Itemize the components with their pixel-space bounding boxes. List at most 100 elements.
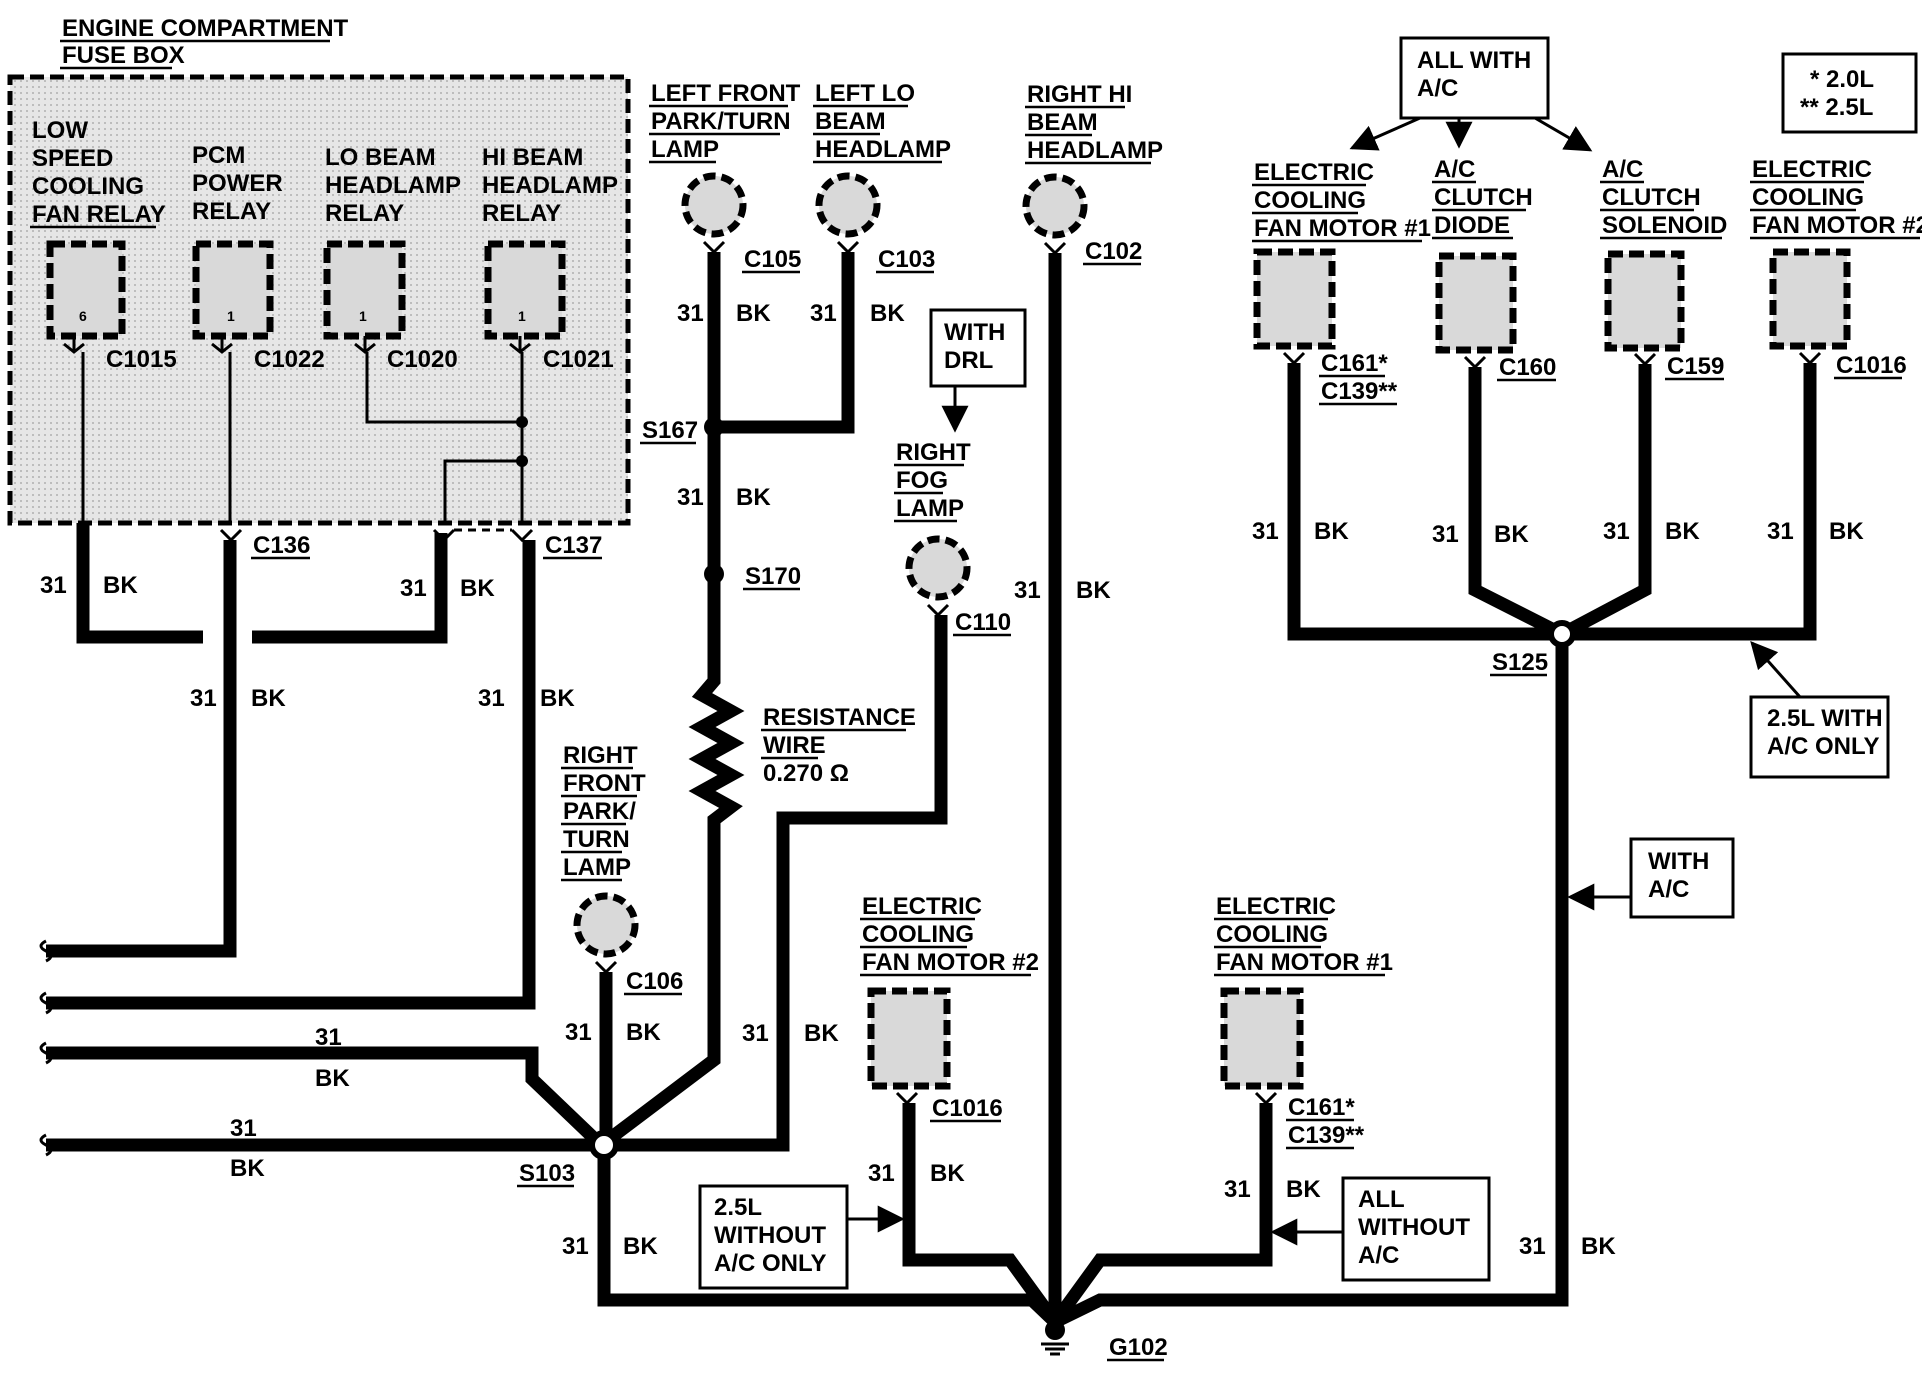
svg-text:ALL: ALL	[1358, 1186, 1405, 1213]
splice-s125-label: S125	[1492, 649, 1548, 676]
fuse-box-output-connectors: C136 C137	[219, 528, 602, 560]
svg-text:A/C: A/C	[1434, 156, 1475, 183]
splice-s103-label: S103	[519, 1160, 575, 1187]
svg-text:31: 31	[400, 575, 427, 602]
svg-text:FAN MOTOR #1: FAN MOTOR #1	[1254, 215, 1431, 242]
svg-text:LOW: LOW	[32, 117, 88, 144]
resistance-wire-label-1: RESISTANCE	[763, 704, 916, 731]
note-25l-with-ac-only	[1749, 695, 1890, 779]
svg-text:RELAY: RELAY	[482, 200, 561, 227]
svg-text:LAMP: LAMP	[896, 495, 964, 522]
svg-text:LO BEAM: LO BEAM	[325, 144, 436, 171]
svg-text:RELAY: RELAY	[192, 198, 271, 225]
svg-text:1: 1	[227, 308, 235, 324]
svg-text:BK: BK	[1076, 577, 1111, 604]
svg-text:BK: BK	[315, 1065, 350, 1092]
svg-text:31: 31	[810, 300, 837, 327]
svg-text:WITH: WITH	[1648, 848, 1709, 875]
svg-text:31: 31	[1519, 1233, 1546, 1260]
connector-c1022: C1022	[254, 346, 325, 373]
svg-text:HEADLAMP: HEADLAMP	[815, 136, 951, 163]
svg-text:31: 31	[40, 572, 67, 599]
svg-text:LEFT LO: LEFT LO	[815, 80, 915, 107]
connector-c110: C110	[955, 609, 1011, 636]
svg-text:BK: BK	[230, 1155, 265, 1182]
svg-text:1: 1	[359, 308, 367, 324]
connector-c136: C136	[253, 532, 310, 559]
svg-text:RIGHT HI: RIGHT HI	[1027, 81, 1132, 108]
connector-c161-lower: C161*	[1288, 1094, 1355, 1121]
svg-text:TURN: TURN	[563, 826, 630, 853]
svg-text:FAN MOTOR #2: FAN MOTOR #2	[1752, 212, 1922, 239]
svg-text:BK: BK	[804, 1020, 839, 1047]
splice-s167-label: S167	[642, 417, 698, 444]
svg-text:BK: BK	[1581, 1233, 1616, 1260]
svg-text:A/C ONLY: A/C ONLY	[714, 1250, 826, 1277]
svg-text:31: 31	[1767, 518, 1794, 545]
svg-text:HEADLAMP: HEADLAMP	[325, 172, 461, 199]
splice-s170-dot	[704, 564, 724, 584]
svg-text:BK: BK	[1494, 521, 1529, 548]
fuse-box-title-line1: ENGINE COMPARTMENT	[62, 15, 349, 42]
svg-text:BK: BK	[1314, 518, 1349, 545]
svg-text:ELECTRIC: ELECTRIC	[862, 893, 982, 920]
svg-text:LEFT FRONT: LEFT FRONT	[651, 80, 801, 107]
svg-text:BK: BK	[1665, 518, 1700, 545]
svg-text:ELECTRIC: ELECTRIC	[1216, 893, 1336, 920]
svg-text:ELECTRIC: ELECTRIC	[1254, 159, 1374, 186]
svg-text:RELAY: RELAY	[325, 200, 404, 227]
svg-text:CLUTCH: CLUTCH	[1602, 184, 1701, 211]
connector-c1021: C1021	[543, 346, 614, 373]
svg-text:COOLING: COOLING	[1752, 184, 1864, 211]
svg-text:WITHOUT: WITHOUT	[714, 1222, 826, 1249]
with-drl-note	[929, 308, 1027, 388]
svg-text:BEAM: BEAM	[1027, 109, 1098, 136]
svg-text:FOG: FOG	[896, 467, 948, 494]
note-with-ac	[1629, 837, 1735, 919]
svg-text:31: 31	[677, 300, 704, 327]
svg-text:1: 1	[518, 308, 526, 324]
non-ac-fan-motor-2: ELECTRIC COOLING FAN MOTOR #2 C1016 31 B…	[698, 893, 1061, 1326]
svg-text:BK: BK	[251, 685, 286, 712]
connector-c1016-lower: C1016	[932, 1095, 1003, 1122]
svg-text:FAN RELAY: FAN RELAY	[32, 201, 166, 228]
engine-legend	[1781, 52, 1918, 134]
connector-c137: C137	[545, 532, 602, 559]
svg-text:BK: BK	[736, 300, 771, 327]
svg-text:COOLING: COOLING	[1254, 187, 1366, 214]
left-front-wires: S167 S170 31 BK 31 BK 31 BK RESISTANCE W…	[600, 252, 916, 1149]
relay-pcm-power: PCM POWER RELAY 1 C1022	[192, 142, 325, 373]
connector-c139-upper: C139**	[1321, 378, 1398, 405]
fuse-box: ENGINE COMPARTMENT FUSE BOX LOW SPEED CO…	[7, 15, 631, 560]
svg-text:A/C: A/C	[1358, 1242, 1399, 1269]
svg-text:ALL WITH: ALL WITH	[1417, 47, 1531, 74]
note-all-without-ac	[1341, 1176, 1491, 1282]
resistance-wire-value: 0.270 Ω	[763, 760, 849, 787]
svg-text:31: 31	[677, 484, 704, 511]
svg-text:BEAM: BEAM	[815, 108, 886, 135]
svg-text:BK: BK	[460, 575, 495, 602]
svg-text:31: 31	[1603, 518, 1630, 545]
svg-text:A/C: A/C	[1417, 75, 1458, 102]
svg-text:31: 31	[478, 685, 505, 712]
left-lo-beam-headlamp: LEFT LO BEAM HEADLAMP C103	[813, 80, 951, 274]
ground-g102-label: G102	[1109, 1334, 1168, 1361]
connector-c103: C103	[878, 246, 935, 273]
relay-low-speed-cooling-fan: LOW SPEED COOLING FAN RELAY 6 C1015	[30, 117, 177, 373]
svg-text:RIGHT: RIGHT	[563, 742, 638, 769]
connector-c1015: C1015	[106, 346, 177, 373]
svg-text:LAMP: LAMP	[563, 854, 631, 881]
relay-hi-beam-headlamp: HI BEAM HEADLAMP RELAY 1 C1021	[482, 144, 618, 373]
svg-text:2.5L WITH: 2.5L WITH	[1767, 705, 1883, 732]
svg-text:FAN MOTOR #2: FAN MOTOR #2	[862, 949, 1039, 976]
svg-text:31: 31	[1224, 1176, 1251, 1203]
svg-text:2.5L: 2.5L	[714, 1194, 762, 1221]
splice-s170-label: S170	[745, 563, 801, 590]
svg-text:** 2.5L: ** 2.5L	[1800, 94, 1873, 121]
connector-c1020: C1020	[387, 346, 458, 373]
svg-text:31: 31	[562, 1233, 589, 1260]
svg-text:31: 31	[565, 1019, 592, 1046]
svg-text:BK: BK	[623, 1233, 658, 1260]
connector-c1016-upper: C1016	[1836, 352, 1907, 379]
